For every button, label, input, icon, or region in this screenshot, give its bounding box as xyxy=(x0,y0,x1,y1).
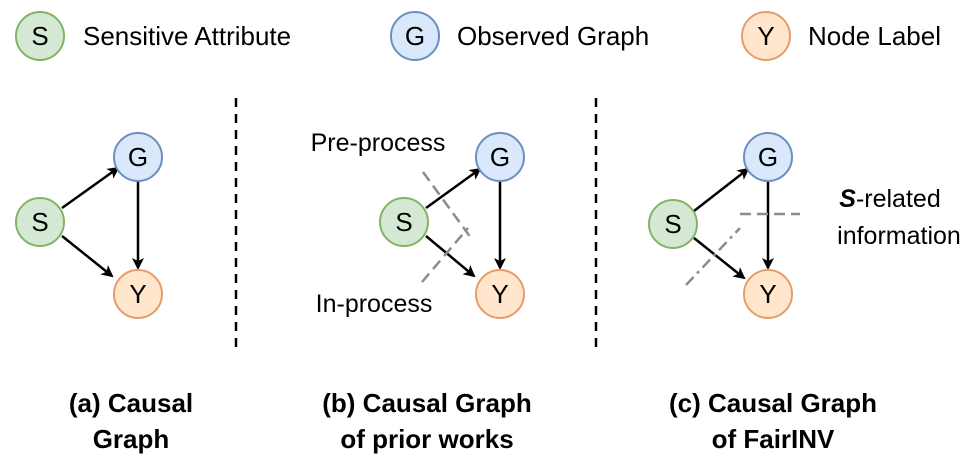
caption-a-line1: (a) Causal xyxy=(69,388,193,418)
legend-item-sensitive-attribute: S Sensitive Attribute xyxy=(15,11,291,61)
node-s xyxy=(379,197,429,247)
legend-s-label: Sensitive Attribute xyxy=(83,21,291,51)
node-s-letter: S xyxy=(31,207,48,237)
node-g-letter: G xyxy=(490,142,510,172)
legend-g-label: Observed Graph xyxy=(457,21,649,51)
legend-y-label: Node Label xyxy=(808,21,941,51)
edge-s-to-y xyxy=(61,235,114,278)
fairinv-cut xyxy=(685,227,741,286)
legend-g-node xyxy=(390,11,440,61)
pre-process-cut xyxy=(421,171,473,239)
node-y xyxy=(113,269,163,319)
edge-s-to-y xyxy=(693,237,746,280)
node-y xyxy=(743,269,793,319)
node-g xyxy=(743,132,793,182)
legend-s-letter: S xyxy=(31,21,48,51)
in-process-label: In-process xyxy=(316,290,433,318)
node-g-letter: G xyxy=(758,142,778,172)
legend-y-letter: Y xyxy=(757,21,774,51)
s-related-rest: -related xyxy=(856,185,941,213)
caption-b-line2: of prior works xyxy=(340,424,513,454)
node-s xyxy=(15,197,65,247)
edge-s-to-g xyxy=(693,167,750,212)
caption-b-line1: (b) Causal Graph xyxy=(322,388,531,418)
caption-a-line2: Graph xyxy=(93,424,170,454)
legend-item-node-label: Y Node Label xyxy=(741,11,941,61)
edge-s-to-y xyxy=(425,235,476,278)
node-g xyxy=(113,132,163,182)
edge-s-to-g xyxy=(61,166,120,210)
node-s-letter: S xyxy=(395,207,412,237)
s-related-label-line1: S-related xyxy=(839,185,940,213)
node-y-letter: Y xyxy=(491,279,508,309)
caption-c-line1: (c) Causal Graph xyxy=(669,388,877,418)
node-s xyxy=(648,199,698,249)
panel-b: S G Y Pre-process In-process (b) Causal … xyxy=(311,129,532,454)
caption-c-line2: of FairINV xyxy=(712,424,835,454)
panel-c: S G Y S-related information (c) Causal G… xyxy=(648,132,961,454)
pre-process-label: Pre-process xyxy=(311,129,446,157)
panel-a: S G Y (a) Causal Graph xyxy=(15,132,193,454)
legend-g-letter: G xyxy=(405,21,425,51)
legend-y-node xyxy=(741,11,791,61)
in-process-cut xyxy=(421,227,469,283)
node-y-letter: Y xyxy=(129,279,146,309)
node-s-letter: S xyxy=(664,209,681,239)
edge-s-to-g xyxy=(425,167,482,210)
node-g xyxy=(475,132,525,182)
s-related-label-line2: information xyxy=(837,222,961,250)
legend-s-node xyxy=(15,11,65,61)
node-g-letter: G xyxy=(128,142,148,172)
legend-item-observed-graph: G Observed Graph xyxy=(390,11,649,61)
node-y xyxy=(475,269,525,319)
legend: S Sensitive Attribute G Observed Graph Y… xyxy=(15,11,941,61)
s-related-bold: S xyxy=(839,185,856,213)
node-y-letter: Y xyxy=(759,279,776,309)
